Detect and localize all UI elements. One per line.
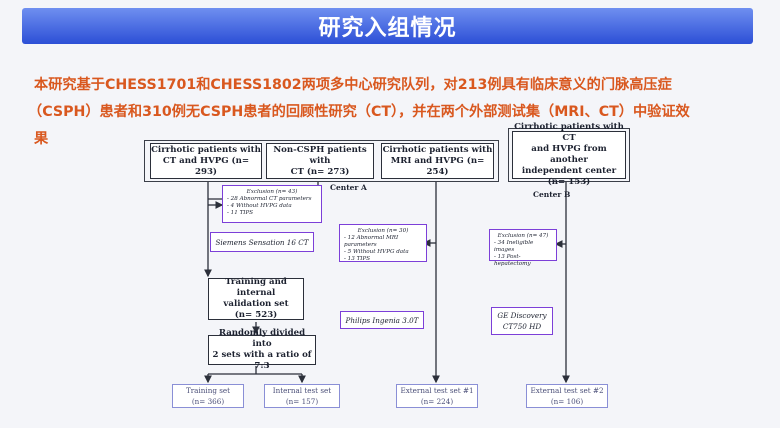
randomly-divided-box: Randomly divided into 2 sets with a rati… — [208, 328, 316, 371]
external-test-1-box: External test set #1 (n= 224) — [396, 384, 478, 408]
external-test-1-line2: (n= 224) — [420, 397, 454, 406]
internal-test-box: Internal test set (n= 157) — [264, 384, 340, 408]
exclusion-a-title: Exclusion (n= 43) — [246, 189, 298, 195]
scanner-mri-label: Philips Ingenia 3.0T — [345, 315, 419, 325]
training-internal-line3: (n= 523) — [234, 310, 278, 320]
randomly-divided-line1: Randomly divided into — [218, 328, 306, 349]
scanner-mri-box: Philips Ingenia 3.0T — [340, 311, 424, 329]
exclusion-mri-item: - 12 Abnormal MRI parameters — [344, 235, 399, 248]
external-test-2-line2: (n= 106) — [550, 397, 584, 406]
cohort-mri-line1: Cirrhotic patients with — [382, 144, 493, 155]
randomly-divided-line2: 2 sets with a ratio of 7:3 — [212, 350, 312, 371]
intro-line-2: （CSPH）患者和310例无CSPH患者的回顾性研究（CT），并在两个外部测试集… — [28, 104, 690, 120]
cohort-b-line1: Cirrhotic patients with CT — [514, 122, 624, 143]
training-set-line2: (n= 366) — [191, 397, 225, 406]
exclusion-a-item: - 11 TIPS — [227, 210, 254, 216]
exclusion-mri-title: Exclusion (n= 30) — [357, 228, 409, 234]
slide-title-text: 研究入组情况 — [318, 16, 457, 41]
training-internal-line1: Training and internal — [225, 277, 287, 298]
non-csph-line1: Non-CSPH patients with — [273, 144, 367, 166]
exclusion-mri-box: Exclusion (n= 30) - 12 Abnormal MRI para… — [339, 224, 427, 262]
scanner-b-box: GE Discovery CT750 HD — [491, 307, 553, 335]
exclusion-mri-item: - 5 Without HVPG data — [344, 249, 409, 255]
training-internal-line2: validation set — [223, 299, 289, 309]
internal-test-line1: Internal test set — [272, 386, 332, 395]
intro-line-3: 果 — [34, 131, 49, 147]
exclusion-mri-item: - 13 TIPS — [344, 256, 371, 262]
exclusion-a-box: Exclusion (n= 43) - 28 Abnormal CT param… — [222, 185, 322, 223]
intro-line-1: 本研究基于CHESS1701和CHESS1802两项多中心研究队列，对213例具… — [34, 77, 672, 93]
exclusion-b-title: Exclusion (n= 47) — [497, 233, 549, 239]
scanner-b-line1: GE Discovery — [497, 311, 547, 320]
slide-title: 研究入组情况 — [22, 8, 753, 44]
exclusion-a-item: - 4 Without HVPG data — [227, 203, 292, 209]
external-test-2-box: External test set #2 (n= 106) — [526, 384, 608, 408]
cohort-ct-line1: Cirrhotic patients with — [151, 144, 261, 155]
center-a-frame — [144, 140, 499, 182]
exclusion-a-item: - 28 Abnormal CT parameters — [227, 196, 312, 202]
scanner-a-label: Siemens Sensation 16 CT — [215, 237, 309, 247]
cohort-mri-box: Cirrhotic patients with MRI and HVPG (n=… — [381, 143, 494, 179]
exclusion-b-item: - 13 Post-hepatectomy — [494, 254, 531, 267]
non-csph-box: Non-CSPH patients with CT (n= 273) — [266, 143, 374, 179]
cohort-b-line2: and HVPG from another — [531, 144, 607, 165]
exclusion-b-item: - 34 Ineligible images — [494, 240, 534, 253]
training-set-box: Training set (n= 366) — [172, 384, 244, 408]
cohort-ct-box: Cirrhotic patients with CT and HVPG (n= … — [150, 143, 262, 179]
cohort-b-line3: independent center (n= 153) — [521, 166, 617, 187]
external-test-2-line1: External test set #2 — [530, 386, 604, 395]
center-b-frame — [508, 128, 630, 182]
scanner-b-line2: CT750 HD — [502, 322, 542, 331]
center-a-label: Center A — [330, 183, 367, 192]
cohort-b-box: Cirrhotic patients with CT and HVPG from… — [512, 122, 626, 187]
scanner-a-box: Siemens Sensation 16 CT — [210, 232, 314, 252]
external-test-1-line1: External test set #1 — [400, 386, 474, 395]
exclusion-b-box: Exclusion (n= 47) - 34 Ineligible images… — [489, 229, 557, 267]
cohort-ct-line2: CT and HVPG (n= 293) — [162, 155, 250, 177]
non-csph-line2: CT (n= 273) — [290, 166, 350, 177]
intro-paragraph: 本研究基于CHESS1701和CHESS1802两项多中心研究队列，对213例具… — [28, 72, 758, 153]
cohort-mri-line2: MRI and HVPG (n= 254) — [390, 155, 485, 177]
center-b-label: Center B — [533, 190, 571, 199]
training-internal-box: Training and internal validation set (n=… — [208, 277, 304, 320]
internal-test-line2: (n= 157) — [285, 397, 319, 406]
training-set-line1: Training set — [185, 386, 231, 395]
